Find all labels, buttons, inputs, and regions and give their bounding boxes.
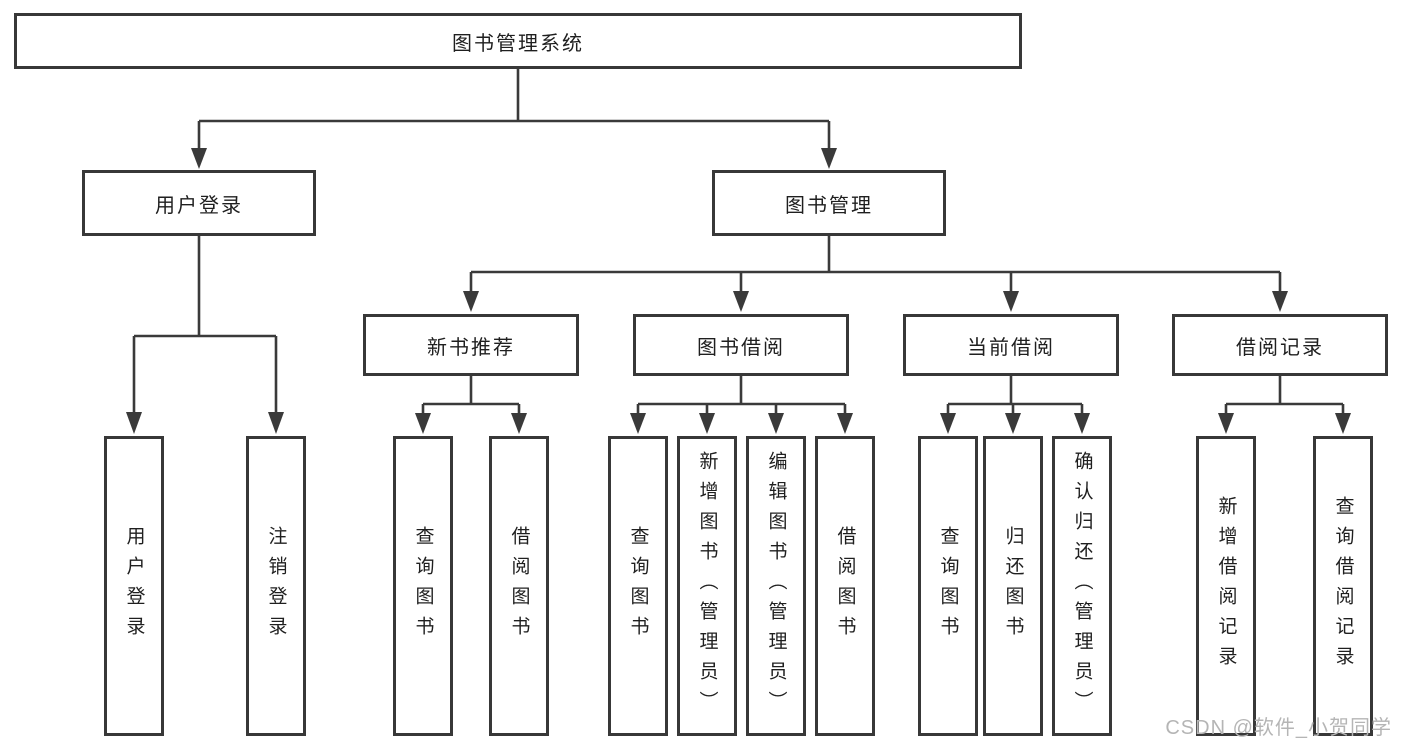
leaf-borrow-edit-books-admin: 编辑图书（管理员） (746, 436, 806, 736)
node-book-borrow: 图书借阅 (633, 314, 849, 376)
leaf-logout: 注销登录 (246, 436, 306, 736)
connector-book-borrow-to-leaves (630, 376, 853, 434)
node-user-login: 用户登录 (82, 170, 316, 236)
node-root: 图书管理系统 (14, 13, 1022, 69)
connector-borrow-record-to-leaves (1218, 376, 1351, 434)
leaf-record-add: 新增借阅记录 (1196, 436, 1256, 736)
watermark: CSDN @软件_小贺同学 (1165, 717, 1392, 739)
leaf-borrow-borrow-books: 借阅图书 (815, 436, 875, 736)
connector-current-borrow-to-leaves (940, 376, 1090, 434)
connector-book-management-to-level3 (463, 236, 1288, 312)
node-new-book-recommend: 新书推荐 (363, 314, 579, 376)
leaf-user-login: 用户登录 (104, 436, 164, 736)
connector-new-book-to-leaves (415, 376, 527, 434)
leaf-newbook-borrow-books: 借阅图书 (489, 436, 549, 736)
node-current-borrow: 当前借阅 (903, 314, 1119, 376)
leaf-newbook-query-books: 查询图书 (393, 436, 453, 736)
leaf-record-query: 查询借阅记录 (1313, 436, 1373, 736)
leaf-borrow-query-books: 查询图书 (608, 436, 668, 736)
leaf-current-confirm-return-admin: 确认归还（管理员） (1052, 436, 1112, 736)
node-book-management: 图书管理 (712, 170, 946, 236)
leaf-borrow-add-books-admin: 新增图书（管理员） (677, 436, 737, 736)
leaf-current-query-books: 查询图书 (918, 436, 978, 736)
connector-user-login-to-leaves (126, 236, 284, 434)
connector-root-to-level2 (191, 69, 837, 169)
leaf-current-return-books: 归还图书 (983, 436, 1043, 736)
node-borrow-record: 借阅记录 (1172, 314, 1388, 376)
